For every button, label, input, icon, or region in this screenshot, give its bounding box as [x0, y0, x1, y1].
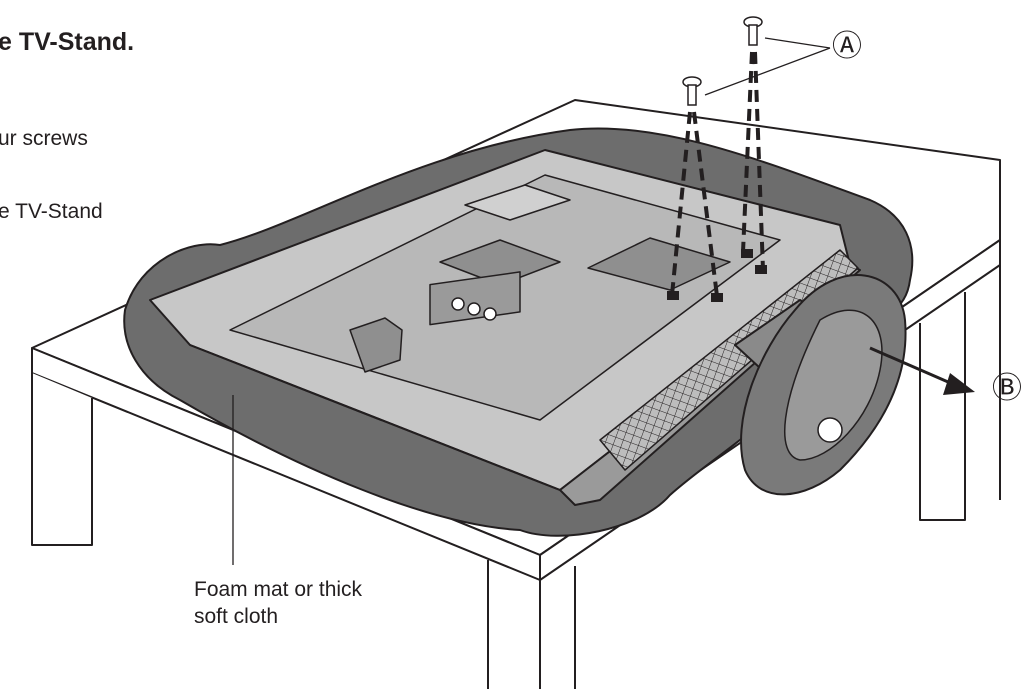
screws	[670, 16, 765, 297]
screw-hole	[741, 249, 753, 258]
mat-label-line1: Foam mat or thick	[194, 578, 363, 601]
marker-b-glyph: Ⓑ	[992, 371, 1022, 406]
terminal-jack	[467, 302, 481, 316]
terminal-jack	[483, 307, 497, 321]
vesa-pad	[464, 184, 571, 221]
instruction-line-1: ur screws	[0, 127, 88, 150]
upper-recess	[587, 237, 731, 291]
tv-stand	[734, 274, 907, 496]
instruction-title: e TV-Stand.	[0, 28, 135, 56]
stand-hole	[817, 417, 843, 443]
terminal-jack	[451, 297, 465, 311]
mat-label-line2: soft cloth	[194, 605, 279, 628]
screw-hole	[711, 293, 723, 302]
table-leg-right	[919, 265, 1001, 521]
handle-notch	[349, 317, 403, 373]
screw	[682, 76, 702, 106]
marker-b: Ⓑ	[992, 371, 1022, 406]
marker-a: Ⓐ	[832, 29, 862, 64]
marker-a-glyph: Ⓐ	[832, 29, 862, 64]
table-leg-left	[31, 373, 93, 546]
pull-arrow	[869, 346, 975, 395]
screw-insertion-paths	[670, 51, 765, 297]
instruction-line-2: e TV-Stand	[0, 200, 103, 223]
stand-base-inner	[784, 309, 883, 461]
leader-lines	[232, 37, 831, 565]
table-leg-front	[487, 560, 576, 689]
screw	[743, 16, 763, 46]
screw-hole	[667, 291, 679, 300]
terminal-panel	[429, 271, 521, 326]
